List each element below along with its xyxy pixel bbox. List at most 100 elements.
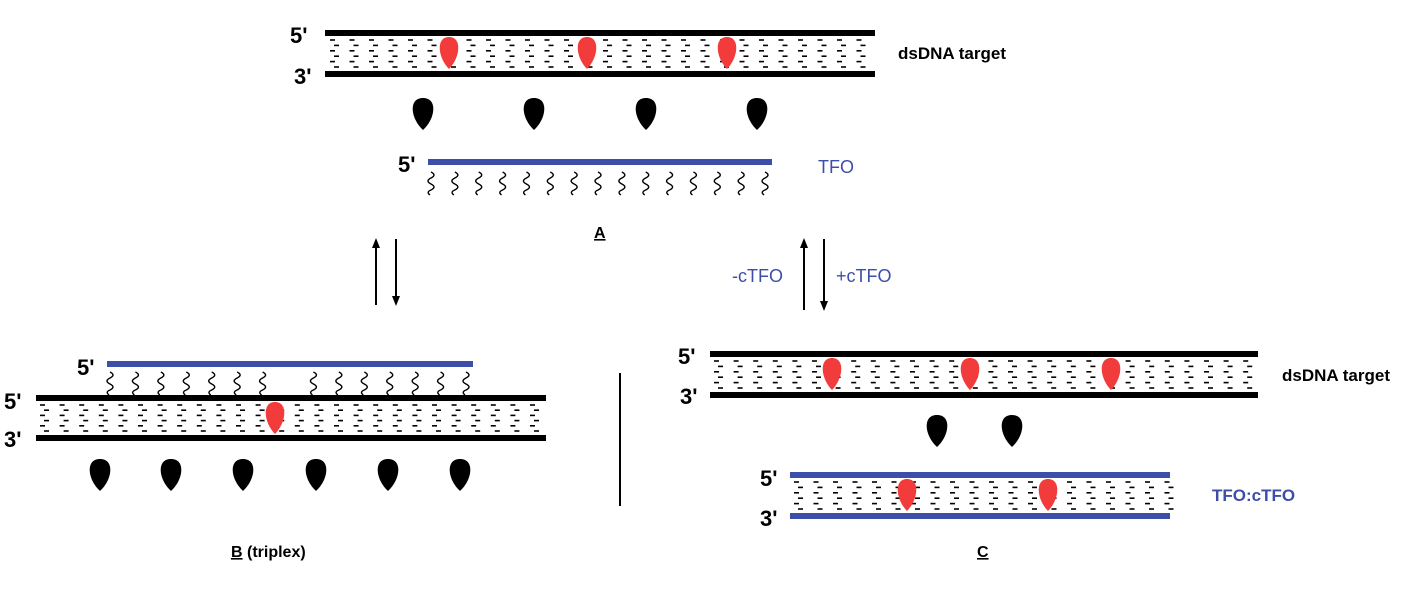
- panel-c-dna-5-label: 5': [678, 344, 695, 369]
- base-pairs-b: [40, 404, 539, 432]
- tfo-squiggles: [427, 171, 769, 196]
- panel-c-caption: C: [977, 544, 989, 561]
- lesion-icon: [577, 37, 597, 69]
- tfo-base-squiggle: [131, 371, 140, 396]
- tfo-base-squiggle: [360, 371, 368, 396]
- tfo-base-squiggle: [689, 171, 698, 196]
- dna-bottom-strand-b: [36, 435, 546, 441]
- tfo-base-squiggle: [570, 171, 578, 196]
- tfo-base-squiggle: [451, 171, 459, 196]
- protein-icon: [1001, 415, 1023, 447]
- panel-c-target-label: dsDNA target: [1282, 366, 1390, 385]
- dna-top-strand: [325, 30, 875, 36]
- tfo-base-squiggle: [594, 171, 602, 196]
- tfo-strand-bound: [107, 361, 473, 367]
- tfo-label: TFO: [818, 157, 854, 177]
- panel-b-caption-letter: B: [231, 544, 243, 561]
- dna-top-strand-b: [36, 395, 546, 401]
- lesion-icon: [1101, 358, 1121, 390]
- tfo-base-squiggle: [309, 371, 318, 396]
- lesion-group-b: [265, 402, 285, 434]
- protein-icon: [305, 459, 327, 491]
- tfo-base-squiggle: [665, 171, 674, 196]
- tfo-ctfo-label: TFO:cTFO: [1212, 486, 1295, 505]
- tfo-base-squiggle: [106, 371, 114, 396]
- panel-a-top-5-label: 5': [290, 23, 307, 48]
- minus-ctfo-label: -cTFO: [732, 266, 783, 286]
- tfo-squiggles-bound: [106, 371, 470, 396]
- lesion-group: [439, 37, 737, 69]
- panel-b-tfo-5-label: 5': [77, 355, 94, 380]
- panel-b-dna-3-label: 3': [4, 427, 21, 452]
- base-pairs-c: [714, 360, 1253, 389]
- panel-b-caption-rest: (triplex): [243, 544, 306, 561]
- protein-group-c: [926, 415, 1023, 447]
- protein-icon: [412, 98, 434, 130]
- protein-icon: [89, 459, 111, 491]
- lesion-group-duplex: [897, 479, 1058, 511]
- tfo-duplex-bottom-strand: [790, 513, 1170, 519]
- panel-a-tfo-5-label: 5': [398, 152, 415, 177]
- equilibrium-arrows-icon: [372, 238, 400, 306]
- tfo-base-squiggle: [618, 171, 626, 196]
- protein-icon: [926, 415, 948, 447]
- panel-a-caption: A: [594, 225, 606, 242]
- protein-icon: [377, 459, 399, 491]
- tfo-base-squiggle: [335, 371, 343, 396]
- lesion-icon: [897, 479, 917, 511]
- lesion-icon: [960, 358, 980, 390]
- lesion-icon: [1038, 479, 1058, 511]
- protein-icon: [160, 459, 182, 491]
- panel-c: 5' 3' dsDNA target 5' 3' TFO:cTFO C: [678, 344, 1390, 561]
- protein-icon: [523, 98, 545, 130]
- lesion-icon: [439, 37, 459, 69]
- tfo-base-squiggle: [462, 371, 470, 396]
- tfo-base-squiggle: [737, 171, 745, 196]
- tfo-base-squiggle: [642, 171, 650, 196]
- panel-b-dna-5-label: 5': [4, 389, 21, 414]
- panel-a-target-label: dsDNA target: [898, 44, 1006, 63]
- lesion-icon: [265, 402, 285, 434]
- protein-group-b: [89, 459, 471, 491]
- tfo-base-squiggle: [233, 371, 241, 396]
- panel-b-caption: B (triplex): [231, 544, 306, 561]
- duplex-5-label: 5': [760, 466, 777, 491]
- tfo-base-squiggle: [427, 171, 435, 196]
- dna-top-strand-c: [710, 351, 1258, 357]
- lesion-group-c: [822, 358, 1121, 390]
- tfo-base-squiggle: [208, 371, 216, 396]
- tfo-base-squiggle: [436, 371, 445, 396]
- tfo-base-squiggle: [522, 171, 531, 196]
- tfo-base-squiggle: [546, 171, 554, 196]
- tfo-base-squiggle: [386, 371, 394, 396]
- tfo-base-squiggle: [157, 371, 165, 396]
- tfo-base-squiggle: [475, 171, 483, 196]
- protein-icon: [635, 98, 657, 130]
- protein-icon: [746, 98, 768, 130]
- lesion-icon: [717, 37, 737, 69]
- panel-a-dsdna: [325, 30, 875, 77]
- panel-a: 5' 3' dsDNA target 5' TFO A: [290, 23, 1006, 242]
- tfo-base-squiggle: [713, 171, 721, 196]
- tfo-strand: [428, 159, 772, 165]
- panel-c-dna-3-label: 3': [680, 384, 697, 409]
- tfo-base-squiggle: [761, 171, 769, 196]
- dna-bottom-strand-c: [710, 392, 1258, 398]
- base-pairs: [330, 39, 866, 68]
- tfo-base-squiggle: [411, 371, 419, 396]
- tfo-duplex-top-strand: [790, 472, 1170, 478]
- protein-icon: [449, 459, 471, 491]
- panel-a-top-3-label: 3': [294, 64, 311, 89]
- tfo-base-squiggle: [498, 171, 507, 196]
- protein-group: [412, 98, 768, 130]
- lesion-icon: [822, 358, 842, 390]
- equilibrium-arrows-ctfo-icon: [800, 238, 828, 311]
- duplex-3-label: 3': [760, 506, 777, 531]
- protein-icon: [232, 459, 254, 491]
- panel-b: 5' 5' 3' B (triplex): [4, 355, 546, 561]
- tfo-base-squiggle: [182, 371, 190, 396]
- dna-bottom-strand: [325, 71, 875, 77]
- tfo-base-squiggle: [258, 371, 267, 396]
- plus-ctfo-label: +cTFO: [836, 266, 892, 286]
